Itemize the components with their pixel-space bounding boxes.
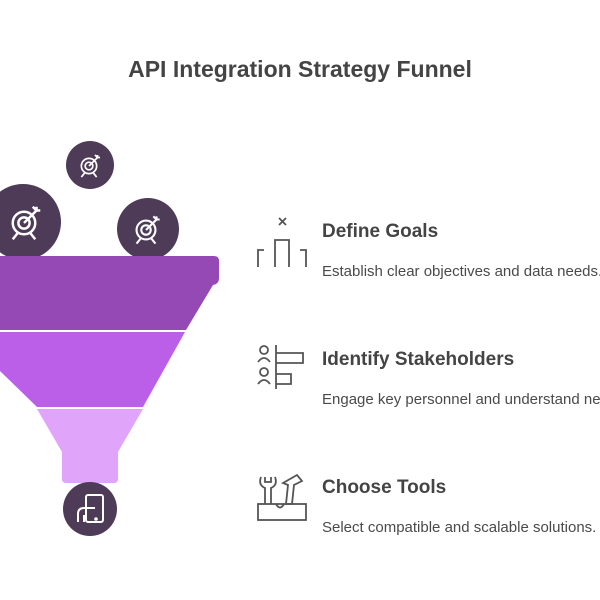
funnel-stage-1	[0, 256, 219, 330]
step-description: Select compatible and scalable solutions…	[322, 519, 597, 536]
funnel-diagram	[0, 141, 219, 536]
step-heading: Identify Stakeholders	[322, 349, 515, 370]
step-heading: Define Goals	[322, 221, 439, 242]
toolbox-icon	[257, 473, 307, 521]
step-heading: Choose Tools	[322, 477, 447, 498]
funnel-stage-3	[37, 409, 143, 483]
stakeholders-icon	[257, 345, 304, 389]
mobile-integration-icon	[77, 494, 104, 523]
goal-podium-icon	[257, 217, 307, 267]
step-description: Engage key personnel and understand need…	[322, 391, 600, 408]
target-circle-large	[0, 184, 61, 260]
target-circle-right	[117, 198, 179, 260]
target-circle-small	[66, 141, 114, 189]
page-title: API Integration Strategy Funnel	[128, 56, 472, 82]
funnel-stage-2	[0, 332, 185, 407]
step-description: Establish clear objectives and data need…	[322, 263, 600, 280]
output-circle	[63, 482, 117, 536]
